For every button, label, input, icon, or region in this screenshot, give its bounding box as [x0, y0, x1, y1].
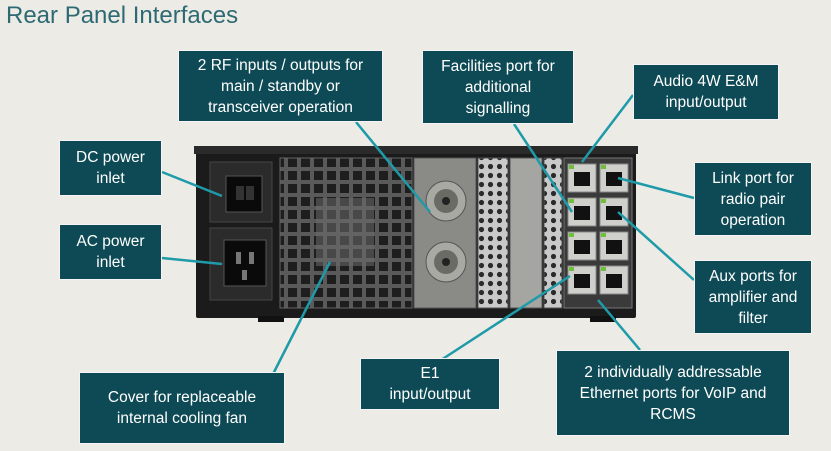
callout-link-port-text: Link port for radio pair operation: [712, 169, 794, 229]
callout-aux-ports-text: Aux ports for amplifier and filter: [708, 267, 798, 327]
line-fan: [268, 261, 332, 381]
vent-strip: [477, 157, 509, 309]
line-ac-power: [161, 256, 223, 266]
chassis-foot-right: [590, 316, 616, 322]
line-facilities: [512, 123, 574, 213]
callout-cooling-fan: Cover for replaceable internal cooling f…: [79, 372, 285, 444]
callout-facilities-port-text: Facilities port for additional signallin…: [441, 57, 555, 117]
callout-dc-power: DC power inlet: [59, 140, 162, 196]
callout-link-port: Link port for radio pair operation: [694, 162, 812, 236]
callout-rf-ports: 2 RF inputs / outputs for main / standby…: [178, 50, 383, 122]
line-rf-ports: [355, 121, 431, 213]
chassis-top: [194, 146, 638, 154]
callout-facilities-port: Facilities port for additional signallin…: [422, 50, 574, 124]
callout-aux-ports: Aux ports for amplifier and filter: [694, 260, 812, 334]
rj45-ports: [567, 163, 629, 295]
callout-cooling-fan-text: Cover for replaceable internal cooling f…: [107, 389, 257, 427]
line-link: [617, 176, 695, 200]
rf-panel: [413, 157, 477, 309]
callout-rf-ports-text: 2 RF inputs / outputs for main / standby…: [197, 56, 364, 116]
line-ethernet: [597, 299, 641, 351]
callout-audio-4w: Audio 4W E&M input/output: [633, 64, 779, 120]
callout-audio-4w-text: Audio 4W E&M input/output: [653, 73, 759, 111]
callout-ethernet-ports: 2 individually addressable Ethernet port…: [556, 350, 790, 436]
chassis-foot-left: [258, 316, 284, 322]
line-e1: [437, 274, 571, 364]
callout-ethernet-ports-text: 2 individually addressable Ethernet port…: [579, 363, 767, 423]
callout-connector-lines: [161, 94, 695, 381]
callout-ac-power-text: AC power inlet: [76, 233, 145, 271]
line-aux: [617, 211, 695, 281]
line-audio: [581, 94, 634, 163]
callout-dc-power-text: DC power inlet: [76, 149, 145, 187]
callout-e1-text: E1 input/output: [389, 365, 471, 403]
page-title: Rear Panel Interfaces: [6, 2, 239, 29]
callout-ac-power: AC power inlet: [59, 224, 162, 280]
line-dc-power: [161, 170, 223, 198]
callout-e1: E1 input/output: [360, 358, 500, 410]
